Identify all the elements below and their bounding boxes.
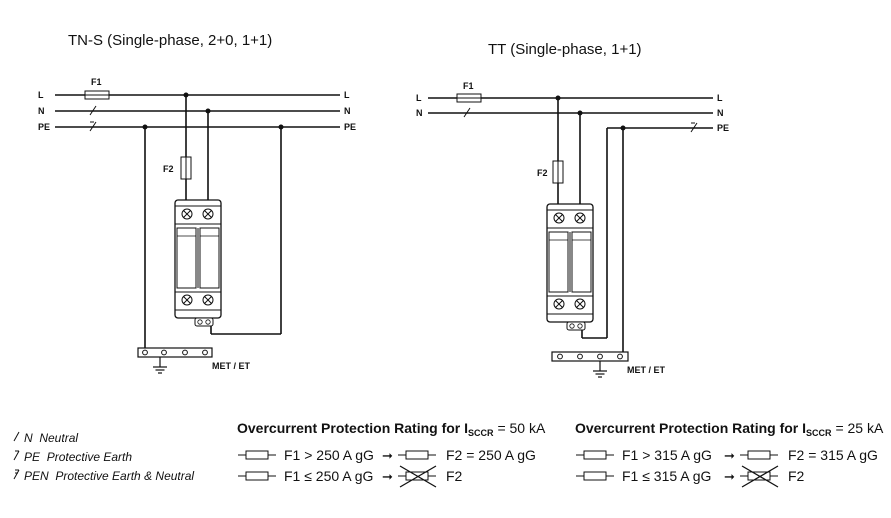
- tns-label-l-left: L: [38, 90, 44, 100]
- rating-25ka-row2-f1: F1 ≤ 315 A gG: [622, 468, 712, 484]
- rating-25ka-row1-f2: F2 = 315 A gG: [788, 447, 878, 463]
- tns-label-n-left: N: [38, 106, 45, 116]
- tt-label-n-right: N: [717, 108, 724, 118]
- tt-earth-bar: [551, 351, 629, 362]
- tt-label-l-right: L: [717, 93, 723, 103]
- legend-item-neutral: N Neutral: [24, 431, 78, 445]
- rating-heading-50ka: Overcurrent Protection Rating for ISCCR …: [237, 420, 546, 438]
- rating-25ka-row2-f2: F2: [788, 468, 805, 484]
- tt-junctions: [555, 95, 626, 131]
- rating-fuse-symbols: [238, 450, 779, 488]
- tt-label-f2: F2: [537, 168, 548, 178]
- legend-symbol: PEN: [24, 469, 49, 483]
- legend-item-pe: PE Protective Earth: [24, 450, 132, 464]
- tns-title: TN-S (Single-phase, 2+0, 1+1): [68, 32, 273, 49]
- tt-label-f1: F1: [463, 81, 474, 91]
- tns-spd-device: [175, 200, 221, 326]
- tt-label-pe-right: PE: [717, 123, 729, 133]
- tns-fuse-f1: [84, 90, 110, 100]
- tt-fuse-f1: [456, 93, 482, 103]
- rating-50ka-row2-f2: F2: [446, 468, 463, 484]
- rating-50ka-row1-f1: F1 > 250 A gG: [284, 447, 374, 463]
- tt-label-n-left: N: [416, 108, 423, 118]
- tns-label-pe-right: PE: [344, 122, 356, 132]
- tt-spd-device: [547, 204, 593, 330]
- tns-label-met: MET / ET: [212, 361, 251, 371]
- legend-symbol: N: [24, 431, 33, 445]
- legend-symbols: [13, 431, 20, 480]
- tt-label-l-left: L: [416, 93, 422, 103]
- rating-50ka-row2-f1: F1 ≤ 250 A gG: [284, 468, 374, 484]
- svg-text:➞: ➞: [382, 448, 393, 463]
- tns-label-n-right: N: [344, 106, 351, 116]
- tns-label-l-right: L: [344, 90, 350, 100]
- rating-arrows: ➞ ➞ ➞ ➞: [382, 448, 735, 484]
- rating-25ka-row1-f1: F1 > 315 A gG: [622, 447, 712, 463]
- legend-text: Neutral: [39, 431, 79, 445]
- svg-text:➞: ➞: [724, 469, 735, 484]
- tns-junctions: [142, 92, 284, 130]
- tns-earth-bar: [137, 347, 213, 358]
- legend-text: Protective Earth & Neutral: [55, 469, 195, 483]
- tt-title: TT (Single-phase, 1+1): [488, 41, 642, 58]
- legend-item-pen: PEN Protective Earth & Neutral: [24, 469, 194, 483]
- legend-symbol: PE: [24, 450, 41, 464]
- tns-label-pe-left: PE: [38, 122, 50, 132]
- rating-50ka-row1-f2: F2 = 250 A gG: [446, 447, 536, 463]
- legend-text: Protective Earth: [46, 450, 133, 464]
- svg-text:➞: ➞: [382, 469, 393, 484]
- rating-heading-25ka: Overcurrent Protection Rating for ISCCR …: [575, 420, 884, 438]
- tns-diagram: [55, 94, 340, 348]
- svg-text:➞: ➞: [724, 448, 735, 463]
- tns-label-f1: F1: [91, 77, 102, 87]
- tt-label-met: MET / ET: [627, 365, 666, 375]
- tns-earth-icon: [152, 356, 168, 374]
- tt-earth-icon: [592, 360, 608, 378]
- tns-label-f2: F2: [163, 164, 174, 174]
